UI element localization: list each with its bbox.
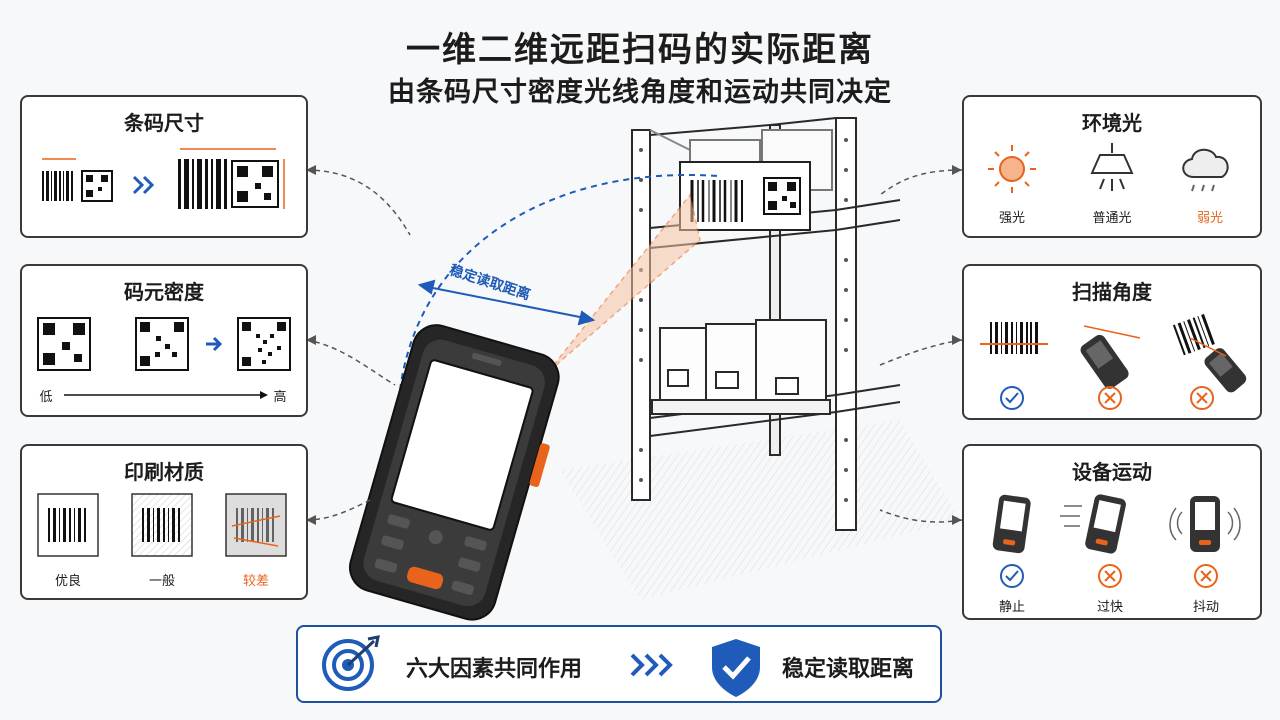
page-subtitle: 由条码尺寸密度光线角度和运动共同决定 bbox=[388, 77, 892, 108]
distance-arrow bbox=[417, 279, 596, 326]
check-circle-icon bbox=[1000, 386, 1024, 410]
cross-circle-icon bbox=[1098, 564, 1122, 588]
banner-icons bbox=[322, 635, 760, 697]
density-low-label: 低 bbox=[39, 390, 53, 405]
cross-circle-icon bbox=[1098, 386, 1122, 410]
panel-title-light: 环境光 bbox=[1082, 111, 1142, 135]
panel-device-motion: 设备运动 静止 过快 抖动 bbox=[962, 444, 1262, 620]
triple-chevron-icon bbox=[630, 653, 673, 677]
motion-label-shake: 抖动 bbox=[1192, 600, 1219, 615]
ceiling-lamp-icon bbox=[1090, 143, 1134, 191]
shelf-label bbox=[679, 161, 811, 231]
print-label-normal: 一般 bbox=[148, 574, 175, 589]
panel-scan-angle: 扫描角度 bbox=[962, 264, 1262, 420]
panel-print-quality: 印刷材质 优良 一般 较差 bbox=[20, 444, 308, 600]
angle-illustration bbox=[980, 313, 1247, 410]
scanner-tilted-icon bbox=[1080, 334, 1129, 389]
panel-title-print: 印刷材质 bbox=[124, 460, 204, 484]
motion-label-fast: 过快 bbox=[1096, 600, 1123, 615]
print-quality-illustration bbox=[37, 493, 287, 557]
device-shake-icon bbox=[1190, 496, 1220, 552]
panel-density: 码元密度 低 高 bbox=[20, 264, 308, 417]
panel-barcode-size: 条码尺寸 bbox=[20, 95, 308, 238]
motion-illustration bbox=[992, 494, 1241, 588]
double-chevron-icon bbox=[132, 175, 155, 195]
device-fast-icon bbox=[1085, 494, 1126, 554]
panel-ambient-light: 环境光 强光 普通光 弱光 bbox=[962, 95, 1262, 238]
cloud-icon bbox=[1182, 148, 1229, 192]
light-illustration bbox=[988, 143, 1229, 193]
scanner-angled-icon bbox=[1204, 348, 1247, 393]
read-distance-arc bbox=[399, 174, 719, 391]
banner-right-text: 稳定读取距离 bbox=[782, 657, 915, 682]
panel-title-motion: 设备运动 bbox=[1072, 460, 1152, 484]
print-label-good: 优良 bbox=[54, 574, 81, 589]
floor-shadow bbox=[560, 420, 960, 600]
arrow-right-icon bbox=[206, 336, 223, 352]
panel-title-density: 码元密度 bbox=[124, 280, 204, 304]
summary-banner: 六大因素共同作用 稳定读取距离 bbox=[296, 625, 942, 703]
target-icon bbox=[322, 635, 380, 691]
cross-circle-icon bbox=[1194, 564, 1218, 588]
device-still-icon bbox=[992, 494, 1031, 554]
shield-check-icon bbox=[712, 639, 760, 697]
page-title: 一维二维远距扫码的实际距离 bbox=[406, 30, 874, 70]
check-circle-icon bbox=[1000, 564, 1024, 588]
banner-left-text: 六大因素共同作用 bbox=[406, 657, 583, 682]
light-label-weak: 弱光 bbox=[1196, 211, 1223, 226]
handheld-scanner bbox=[349, 324, 560, 621]
light-label-strong: 强光 bbox=[998, 211, 1025, 226]
barcode-size-illustration bbox=[42, 148, 285, 209]
density-illustration bbox=[37, 317, 291, 399]
density-high-label: 高 bbox=[273, 390, 287, 405]
print-label-poor: 较差 bbox=[242, 574, 269, 589]
panel-title-angle: 扫描角度 bbox=[1072, 280, 1152, 304]
motion-label-still: 静止 bbox=[998, 600, 1025, 615]
scan-beam bbox=[547, 193, 701, 373]
cross-circle-icon bbox=[1190, 386, 1214, 410]
sun-icon bbox=[988, 145, 1036, 193]
light-label-normal: 普通光 bbox=[1092, 211, 1132, 226]
panel-title-barcode-size: 条码尺寸 bbox=[124, 111, 204, 135]
connector-arrowheads bbox=[306, 165, 962, 525]
